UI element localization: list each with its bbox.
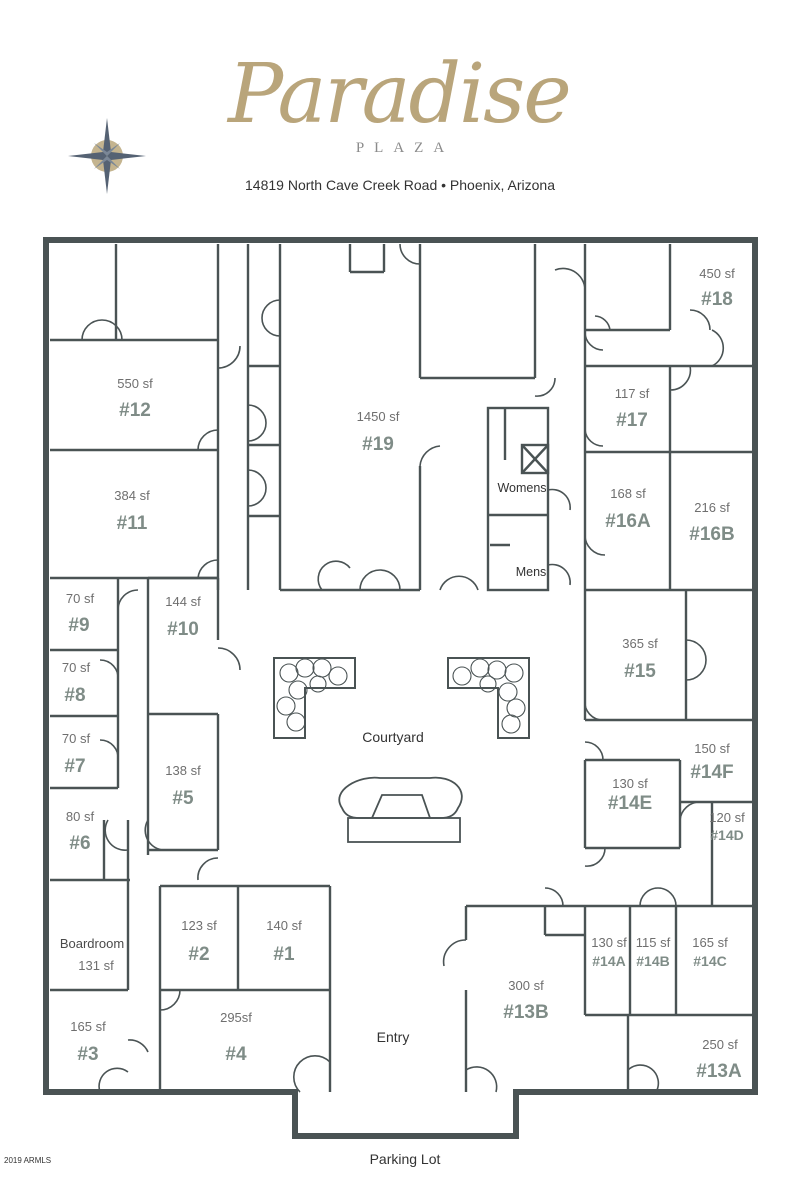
svg-text:#13B: #13B [503,1002,548,1023]
mens-label: Mens [516,565,547,579]
room-labels: 450 sf#18 550 sf#12 1450 sf#19 117 sf#17… [60,266,745,1082]
entry-label: Entry [377,1029,410,1045]
room-14e: 130 sf #14E [608,776,652,814]
courtyard-label: Courtyard [362,729,423,745]
compass-icon [68,118,146,194]
room-1: 140 sf #1 [266,918,302,965]
brand-subtitle: PLAZA [355,140,455,156]
room-8: 70 sf #8 [62,660,91,706]
svg-text:#4: #4 [225,1044,247,1065]
svg-text:131 sf: 131 sf [78,958,114,973]
svg-text:#19: #19 [362,434,394,455]
svg-text:168 sf: 168 sf [610,486,646,501]
room-13a: 250 sf #13A [696,1037,742,1082]
svg-text:#3: #3 [77,1044,98,1065]
room-9: 70 sf #9 [66,591,95,636]
room-15: 365 sf #15 [622,636,658,682]
svg-text:295sf: 295sf [220,1010,252,1025]
svg-text:#13A: #13A [696,1061,742,1082]
room-12: 550 sf #12 [117,376,153,421]
room-14a: 130 sf #14A [591,935,627,969]
svg-text:216 sf: 216 sf [694,500,730,515]
room-13b: 300 sf #13B [503,978,548,1023]
room-14b: 115 sf #14B [636,935,671,969]
svg-text:#14B: #14B [636,953,669,969]
svg-text:70 sf: 70 sf [66,591,95,606]
womens-label: Womens [497,481,546,495]
svg-text:1450 sf: 1450 sf [357,409,400,424]
room-16a: 168 sf #16A [605,486,651,532]
brand-header: Paradise PLAZA 14819 North Cave Creek Ro… [0,0,800,210]
svg-text:#1: #1 [273,944,295,965]
svg-text:130 sf: 130 sf [591,935,627,950]
svg-text:123 sf: 123 sf [181,918,217,933]
svg-text:165 sf: 165 sf [692,935,728,950]
svg-text:80 sf: 80 sf [66,809,95,824]
svg-text:#11: #11 [117,513,148,534]
fountain [338,776,463,843]
room-7: 70 sf #7 [62,731,91,777]
svg-text:120 sf: 120 sf [709,810,745,825]
svg-text:117 sf: 117 sf [615,386,650,401]
room-5: 138 sf #5 [165,763,201,809]
room-11: 384 sf #11 [114,488,150,534]
room-6: 80 sf #6 [66,809,95,854]
svg-text:#10: #10 [167,619,199,640]
svg-text:Boardroom: Boardroom [60,936,124,951]
svg-text:#7: #7 [64,756,85,777]
svg-text:250 sf: 250 sf [702,1037,738,1052]
room-17: 117 sf #17 [615,386,650,431]
room-10: 144 sf #10 [165,594,201,640]
svg-text:#12: #12 [119,400,151,421]
svg-text:#5: #5 [172,788,194,809]
svg-text:70 sf: 70 sf [62,731,91,746]
room-2: 123 sf #2 [181,918,217,965]
room-19: 1450 sf #19 [357,409,400,455]
planter-right [447,657,530,739]
svg-text:#14D: #14D [710,827,743,843]
room-3: 165 sf #3 [70,1019,106,1065]
parking-label: Parking Lot [370,1151,441,1167]
svg-text:450 sf: 450 sf [699,266,735,281]
svg-text:138 sf: 138 sf [165,763,201,778]
svg-text:#14F: #14F [690,762,733,783]
svg-text:384 sf: 384 sf [114,488,150,503]
svg-text:165 sf: 165 sf [70,1019,106,1034]
copyright-text: 2019 ARMLS [4,1156,52,1165]
svg-text:#18: #18 [701,289,733,310]
svg-text:140 sf: 140 sf [266,918,302,933]
svg-text:#14A: #14A [592,953,625,969]
svg-text:115 sf: 115 sf [636,935,671,950]
room-14d: 120 sf #14D [709,810,745,843]
svg-text:300 sf: 300 sf [508,978,544,993]
svg-text:144 sf: 144 sf [165,594,201,609]
planter-left [273,657,356,739]
svg-text:130 sf: 130 sf [612,776,648,791]
walls [43,237,758,1139]
room-boardroom: Boardroom 131 sf [60,936,124,973]
room-14f: 150 sf #14F [690,741,733,783]
svg-text:#17: #17 [616,410,648,431]
svg-text:#14E: #14E [608,793,652,814]
svg-text:#15: #15 [624,661,656,682]
svg-text:550 sf: 550 sf [117,376,153,391]
svg-text:#8: #8 [64,685,85,706]
room-18: 450 sf #18 [699,266,735,310]
svg-text:#9: #9 [68,615,89,636]
brand-title: Paradise [228,47,572,142]
svg-text:#14C: #14C [693,953,726,969]
svg-text:#16A: #16A [605,511,651,532]
address: 14819 North Cave Creek Road • Phoenix, A… [245,177,555,193]
svg-text:#2: #2 [188,944,209,965]
svg-text:365 sf: 365 sf [622,636,658,651]
room-14c: 165 sf #14C [692,935,728,969]
svg-text:#16B: #16B [689,524,734,545]
room-4: 295sf #4 [220,1010,252,1065]
svg-text:150 sf: 150 sf [694,741,730,756]
svg-text:#6: #6 [69,833,90,854]
room-16b: 216 sf #16B [689,500,734,545]
svg-text:70 sf: 70 sf [62,660,91,675]
